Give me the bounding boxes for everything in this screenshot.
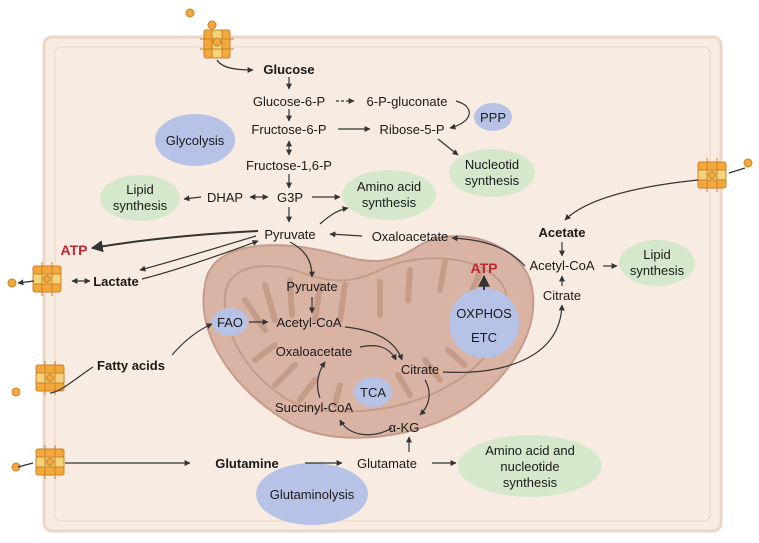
label-fatty-acids: Fatty acids [97,358,165,373]
label-glucose-6-p: Glucose-6-P [253,94,325,109]
label-fructose-6-p: Fructose-6-P [251,122,326,137]
label-etc: ETC [471,330,497,345]
label-oxaloacetate-cyto: Oxaloacetate [372,229,449,244]
label-glutamine: Glutamine [215,456,279,471]
label-nucleotid-2: synthesis [465,173,520,188]
glycolysis-oval [155,114,235,166]
ppp-oval [474,103,512,131]
label-lipid-right-1: Lipid [643,247,670,262]
atp-left: ATP [61,242,88,258]
label-6-p-gluconate: 6-P-gluconate [367,94,448,109]
label-pyruvate-mito: Pyruvate [286,279,337,294]
label-dhap: DHAP [207,190,243,205]
label-aa-nuc-3: synthesis [503,475,558,490]
label-lipid-right-2: synthesis [630,263,685,278]
label-oxphos: OXPHOS [456,306,512,321]
pathway-labels: Glycolysis PPP FAO TCA OXPHOS ETC Glutam… [166,110,512,502]
label-lipid-left-1: Lipid [126,182,153,197]
label-acetyl-coa-cyto: Acetyl-CoA [529,258,594,273]
label-lactate: Lactate [93,274,139,289]
glucose-molecule-1 [185,8,195,18]
glutaminolysis-oval [256,463,368,525]
label-tca: TCA [360,385,386,400]
acetate-transporter-dot [708,171,716,179]
label-g3p: G3P [277,190,303,205]
label-fao: FAO [217,315,243,330]
lipid-synthesis-right-oval [619,240,695,286]
glucose-molecule-2 [207,20,217,30]
amino-acid-synthesis-oval [342,170,436,220]
arrows [17,59,746,468]
label-citrate-cyto: Citrate [543,288,581,303]
metabolite-labels: Glucose Glucose-6-P 6-P-gluconate Fructo… [93,62,595,471]
glucose-transporter [199,29,235,59]
label-amino-2: synthesis [362,195,417,210]
lactate-transporter-dot [43,275,51,283]
lipid-synthesis-left-oval [100,175,180,221]
label-oxaloacetate-mito: Oxaloacetate [276,344,353,359]
label-glucose: Glucose [263,62,314,77]
acetate-molecule [743,158,753,168]
label-lipid-left-2: synthesis [113,198,168,213]
nucleotid-synthesis-oval [449,149,535,197]
label-citrate-mito: Citrate [401,362,439,377]
mitochondrion [202,235,535,439]
label-glutamate: Glutamate [357,456,417,471]
outcome-labels: Lipid synthesis Amino acid synthesis Nuc… [113,157,685,490]
label-akg: α-KG [389,420,420,435]
fatty-acid-transporter-dot [46,374,54,382]
label-pyruvate-cyto: Pyruvate [264,227,315,242]
label-acetate: Acetate [539,225,586,240]
label-glutaminolysis: Glutaminolysis [270,487,355,502]
tca-oval [354,377,392,407]
label-aa-nuc-2: nucleotide [500,459,559,474]
label-ppp: PPP [480,110,506,125]
label-ribose-5-p: Ribose-5-P [379,122,444,137]
label-aa-nuc-1: Amino acid and [485,443,575,458]
fatty-acid-molecule [11,387,21,397]
label-fructose-1-6-p: Fructose-1,6-P [246,158,332,173]
lactate-molecule [7,278,17,288]
label-succinyl-coa: Succinyl-CoA [275,400,353,415]
aa-nucleotide-synthesis-oval [458,435,602,497]
glutamine-transporter-dot [46,458,54,466]
label-acetyl-coa-mito: Acetyl-CoA [276,315,341,330]
oxphos-etc-oval [449,288,519,358]
label-nucleotid-1: Nucleotid [465,157,519,172]
label-glycolysis: Glycolysis [166,133,225,148]
fao-oval [212,308,248,336]
atp-oxphos: ATP [471,260,498,276]
label-amino-1: Amino acid [357,179,421,194]
